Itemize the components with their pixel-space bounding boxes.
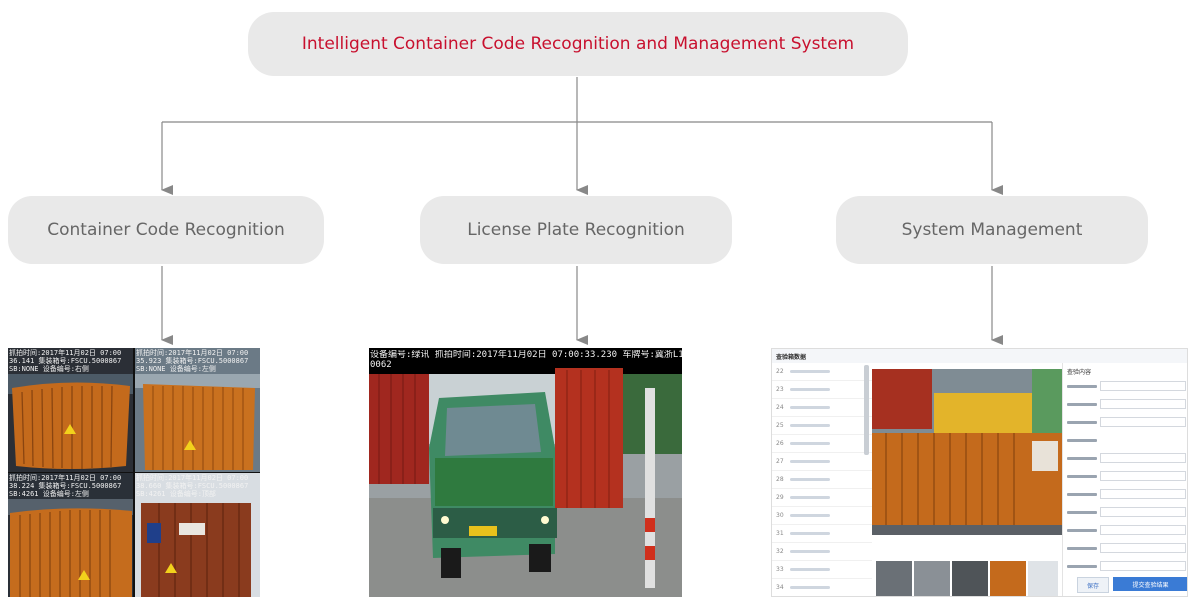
branch-label: System Management xyxy=(901,220,1083,240)
commit-button[interactable]: 提交查验结果 xyxy=(1113,577,1187,591)
list-item[interactable]: 34 xyxy=(772,579,872,596)
container-camera-image: 抓拍时间:2017年11月02日 07:00 36.141 集装箱号:FSCU.… xyxy=(8,348,260,597)
overlay-line: 38.660 集装箱号:FSCU.5000867 xyxy=(136,482,249,490)
form-row[interactable] xyxy=(1067,561,1186,571)
list-item[interactable]: 29 xyxy=(772,489,872,507)
camera-panel-top-left: 抓拍时间:2017年11月02日 07:00 36.141 集装箱号:FSCU.… xyxy=(8,348,133,472)
overlay-line: SB:NONE 设备编号:左侧 xyxy=(136,365,216,373)
form-row[interactable] xyxy=(1067,381,1186,391)
overlay-line: SB:4261 设备编号:顶部 xyxy=(136,490,216,498)
list-item[interactable]: 23 xyxy=(772,381,872,399)
camera-panel-top-right: 抓拍时间:2017年11月02日 07:00 35.923 集装箱号:FSCU.… xyxy=(135,348,260,472)
list-item[interactable]: 27 xyxy=(772,453,872,471)
overlay-line: 抓拍时间:2017年11月02日 07:00 xyxy=(9,474,122,482)
system-management-screen: 查验箱数据 22 23 24 25 26 27 28 29 30 31 32 3… xyxy=(771,348,1188,597)
inspection-form: 查验内容 保存 提交查验结果 xyxy=(1062,363,1187,596)
overlay-line: 35.923 集装箱号:FSCU.5000867 xyxy=(136,357,249,365)
branch-label: License Plate Recognition xyxy=(467,220,685,240)
license-plate-camera-image: 设备编号:绿讯 抓拍时间:2017年11月02日 07:00:33.230 车牌… xyxy=(369,348,682,597)
form-row[interactable] xyxy=(1067,399,1186,409)
container-photo xyxy=(135,348,260,472)
camera-panel-bottom-right: 抓拍时间:2017年11月02日 07:00 38.660 集装箱号:FSCU.… xyxy=(135,473,260,597)
form-row[interactable] xyxy=(1067,489,1186,499)
form-title: 查验内容 xyxy=(1067,369,1092,376)
record-list: 22 23 24 25 26 27 28 29 30 31 32 33 34 3… xyxy=(772,363,873,596)
container-photo xyxy=(135,473,260,597)
form-row[interactable] xyxy=(1067,417,1186,427)
branch-system-management: System Management xyxy=(836,196,1148,264)
branch-container-code-recognition: Container Code Recognition xyxy=(8,196,324,264)
list-item[interactable]: 22 xyxy=(772,363,872,381)
form-row[interactable] xyxy=(1067,453,1186,463)
list-scrollbar[interactable] xyxy=(864,365,869,455)
root-node-label: Intelligent Container Code Recognition a… xyxy=(301,34,855,54)
form-row[interactable] xyxy=(1067,525,1186,535)
list-item[interactable]: 25 xyxy=(772,417,872,435)
branch-label: Container Code Recognition xyxy=(47,220,285,240)
overlay-line: SB:4261 设备编号:左侧 xyxy=(9,490,89,498)
list-item[interactable]: 28 xyxy=(772,471,872,489)
container-inspection-photo xyxy=(872,363,1062,596)
list-item[interactable]: 26 xyxy=(772,435,872,453)
list-item[interactable]: 24 xyxy=(772,399,872,417)
form-row[interactable] xyxy=(1067,543,1186,553)
container-photo xyxy=(8,473,133,597)
list-item[interactable]: 33 xyxy=(772,561,872,579)
list-item[interactable]: 30 xyxy=(772,507,872,525)
container-photo xyxy=(8,348,133,472)
screen-title: 查验箱数据 xyxy=(776,354,807,361)
form-row[interactable] xyxy=(1067,435,1186,445)
list-item[interactable]: 31 xyxy=(772,525,872,543)
overlay-line: 抓拍时间:2017年11月02日 07:00 xyxy=(9,349,122,357)
root-node: Intelligent Container Code Recognition a… xyxy=(248,12,908,76)
form-row[interactable] xyxy=(1067,471,1186,481)
overlay-line: 36.141 集装箱号:FSCU.5000867 xyxy=(9,357,122,365)
overlay-line: 抓拍时间:2017年11月02日 07:00 xyxy=(136,349,249,357)
list-item[interactable]: 32 xyxy=(772,543,872,561)
truck-photo xyxy=(369,348,682,597)
overlay-line: SB:NONE 设备编号:右侧 xyxy=(9,365,89,373)
form-row[interactable] xyxy=(1067,507,1186,517)
branch-license-plate-recognition: License Plate Recognition xyxy=(420,196,732,264)
overlay-line: 抓拍时间:2017年11月02日 07:00 xyxy=(136,474,249,482)
overlay-line: 0062 xyxy=(370,360,392,370)
overlay-line: 设备编号:绿讯 抓拍时间:2017年11月02日 07:00:33.230 车牌… xyxy=(370,350,682,360)
camera-panel-bottom-left: 抓拍时间:2017年11月02日 07:00 38.224 集装箱号:FSCU.… xyxy=(8,473,133,597)
save-button[interactable]: 保存 xyxy=(1077,577,1109,593)
overlay-line: 38.224 集装箱号:FSCU.5000867 xyxy=(9,482,122,490)
